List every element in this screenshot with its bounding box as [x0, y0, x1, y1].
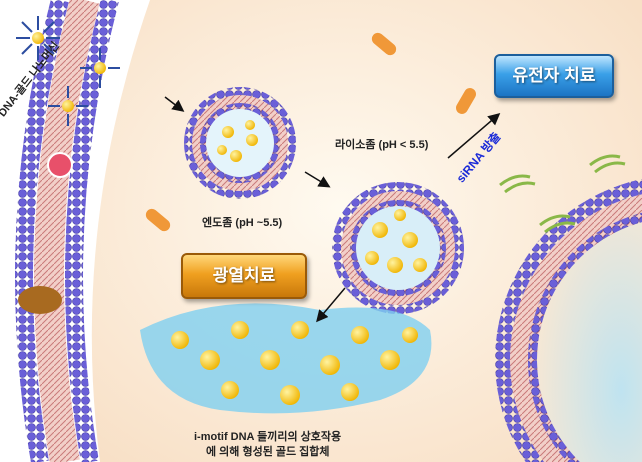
photothermal-therapy-button[interactable]: 광열치료: [181, 253, 307, 299]
cell-membrane: [15, 0, 119, 462]
aggregate-label-line1: i-motif DNA 들끼리의 상호작용: [194, 431, 342, 443]
gold-aggregate: [140, 303, 432, 414]
lysosome-label: 라이소좀 (pH < 5.5): [335, 139, 429, 151]
gene-therapy-button[interactable]: 유전자 치료: [494, 54, 614, 98]
receptor-sphere: [47, 152, 73, 178]
nucleus: [495, 179, 642, 462]
process-arrows: [164, 96, 501, 323]
membrane-protein: [18, 286, 62, 314]
rod-particle: [145, 208, 171, 232]
endosome: [184, 87, 296, 199]
endosome-label: 엔도좀 (pH ~5.5): [202, 217, 283, 229]
filaments: [499, 154, 626, 234]
rod-particle: [456, 88, 476, 114]
lysosome: [332, 182, 464, 314]
rod-particle: [371, 32, 397, 56]
aggregate-label-line2: 에 의해 형성된 골드 집합체: [206, 446, 330, 458]
dna-gold-nanomachine-icons: [16, 16, 120, 126]
